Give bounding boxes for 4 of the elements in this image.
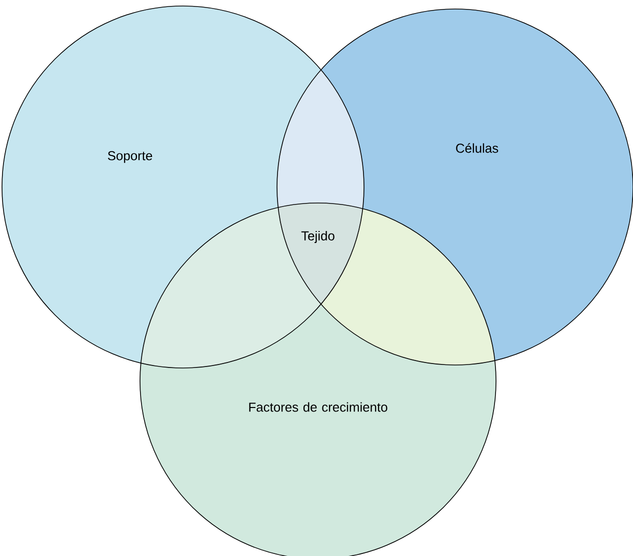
overlap-label: Tejido — [301, 230, 334, 244]
circle-label: Células — [456, 143, 498, 153]
circle-label: Factores de crecimiento — [249, 402, 388, 412]
circle-label: Soporte — [108, 151, 152, 163]
